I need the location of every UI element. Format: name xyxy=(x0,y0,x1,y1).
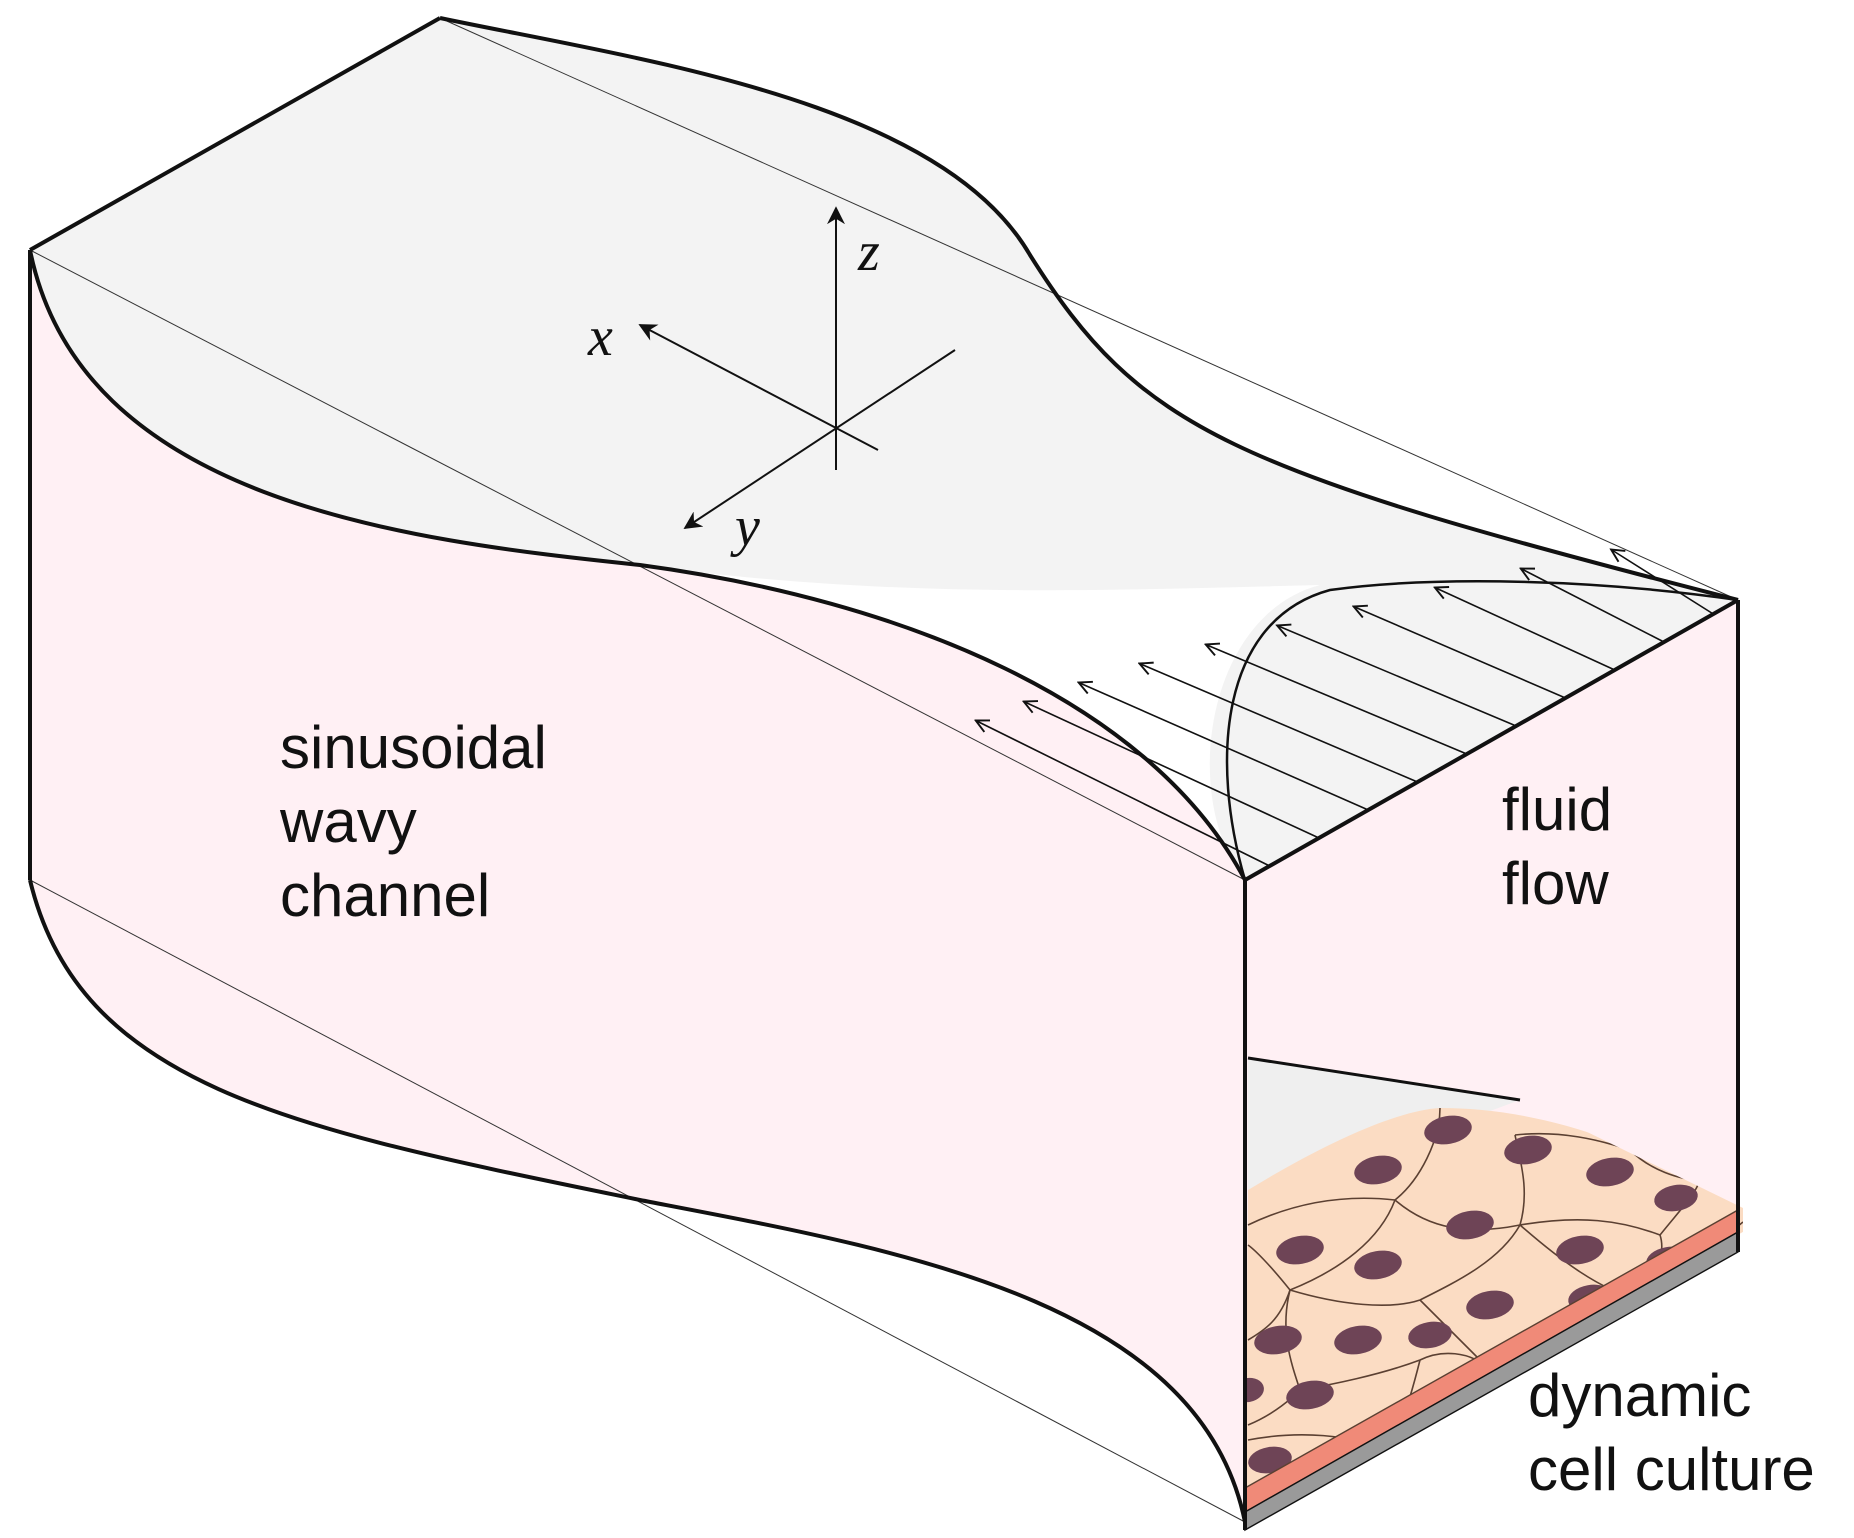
cell-boundary xyxy=(1247,1289,1291,1341)
cell-nucleus xyxy=(1408,1321,1452,1349)
flow-arrow xyxy=(1079,683,1369,811)
flow-label-line-2: flow xyxy=(1502,850,1609,917)
flow-arrow xyxy=(1435,588,1616,671)
flow-arrow xyxy=(1139,664,1418,783)
cell-boundary xyxy=(1419,1224,1521,1301)
velocity-profile xyxy=(976,550,1739,881)
channel-top-surface xyxy=(30,18,1738,880)
cell-nucleus xyxy=(1276,1235,1324,1265)
cell-boundary xyxy=(1247,1197,1396,1226)
flow-arrow xyxy=(1206,645,1468,755)
flow-arrow xyxy=(1521,569,1665,643)
cell-nucleus xyxy=(1446,1210,1494,1240)
channel-label-line-2: wavy xyxy=(279,788,417,855)
channel-label-line-1: sinusoidal xyxy=(280,714,547,781)
channel-label-line-3: channel xyxy=(280,862,490,929)
flow-label: fluid flow xyxy=(1502,776,1629,917)
cell-boundary xyxy=(1247,1244,1291,1291)
cell-nucleus xyxy=(1504,1135,1552,1165)
culture-label-line-1: dynamic xyxy=(1528,1362,1751,1429)
cell-nucleus xyxy=(1286,1380,1334,1410)
x-axis-arrow xyxy=(638,324,879,451)
flow-arrow xyxy=(1354,607,1566,699)
channel-outline xyxy=(28,16,1740,1530)
cell-nucleus xyxy=(1354,1250,1402,1280)
cell-culture-layer xyxy=(1245,1107,1743,1512)
cell-boundary xyxy=(1289,1289,1421,1306)
flow-arrow xyxy=(1277,626,1517,727)
culture-label: dynamic cell culture xyxy=(1528,1362,1815,1503)
channel-label: sinusoidal wavy channel xyxy=(279,714,564,929)
x-axis-label: x xyxy=(587,306,613,368)
cell-nucleus xyxy=(1334,1325,1382,1355)
cell-nucleus xyxy=(1466,1290,1514,1320)
y-axis-arrow xyxy=(683,349,956,529)
cell-nucleus xyxy=(1586,1157,1634,1187)
cell-nucleus xyxy=(1248,1446,1292,1474)
y-axis-label: y xyxy=(730,496,760,558)
cell-nucleus xyxy=(1245,1377,1264,1403)
cell-nucleus xyxy=(1354,1155,1402,1185)
cell-boundary xyxy=(1289,1199,1396,1291)
flow-arrow xyxy=(1024,702,1320,839)
coordinate-axes xyxy=(638,206,956,529)
z-axis-label: z xyxy=(857,221,880,283)
channel-side-wall xyxy=(30,250,1245,1522)
flow-label-line-1: fluid xyxy=(1502,776,1612,843)
cell-boundary xyxy=(1519,1219,1661,1236)
cell-nucleus xyxy=(1424,1115,1472,1145)
cell-nucleus xyxy=(1654,1184,1698,1212)
culture-label-line-2: cell culture xyxy=(1528,1436,1815,1503)
cell-nucleus xyxy=(1556,1235,1604,1265)
velocity-profile-curve xyxy=(1225,580,1739,881)
cell-nucleus xyxy=(1254,1325,1302,1355)
